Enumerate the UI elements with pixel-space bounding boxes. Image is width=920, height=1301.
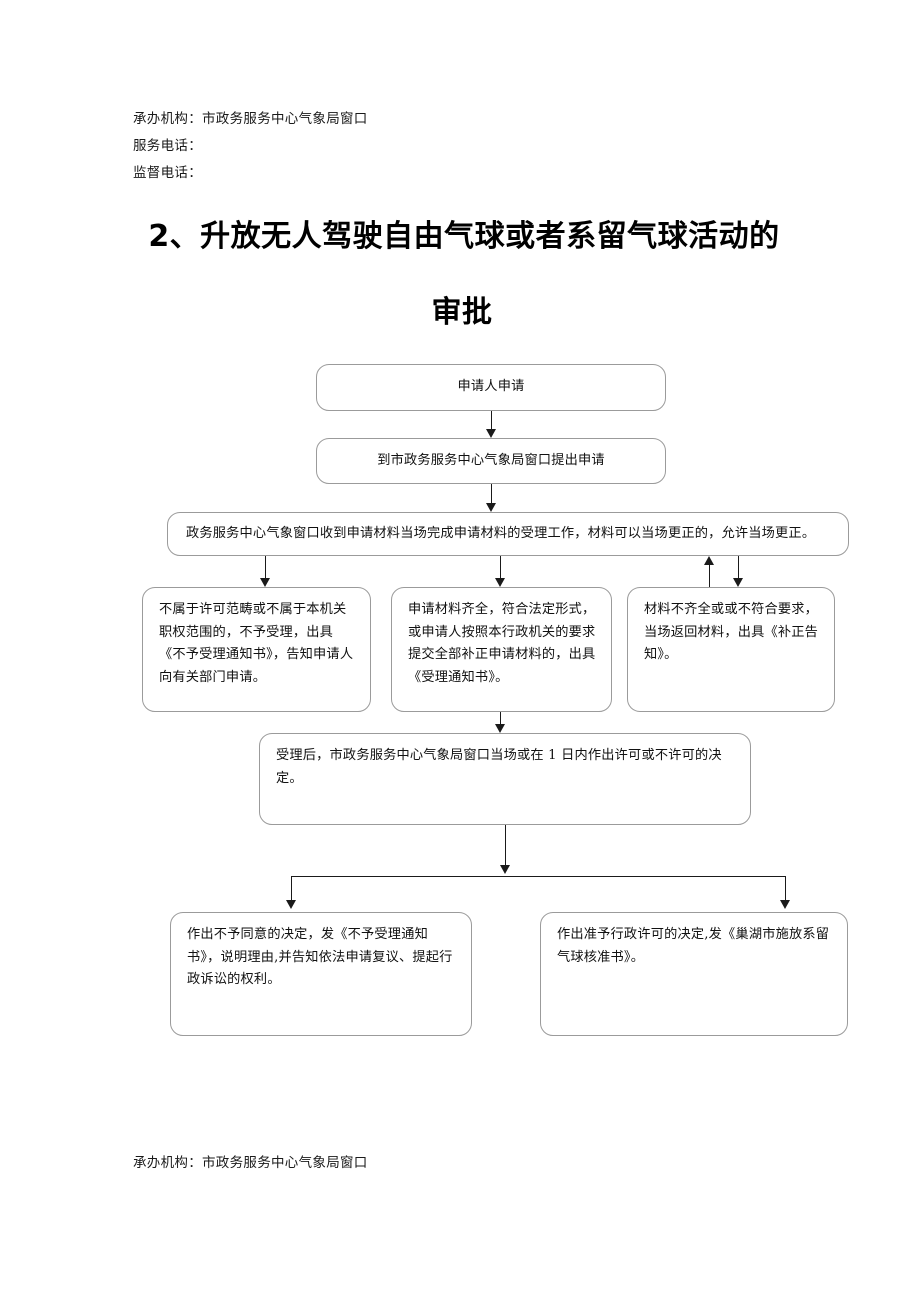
flow-node-receive-materials: 政务服务中心气象窗口收到申请材料当场完成申请材料的受理工作，材料可以当场更正的，…	[167, 512, 849, 556]
arrow-down-icon	[286, 900, 296, 909]
arrow-down-icon	[733, 578, 743, 587]
flow-node-out-of-scope: 不属于许可范畴或不属于本机关职权范围的，不予受理，出具《不予受理通知书》，告知申…	[142, 587, 371, 712]
flow-node-approve-outcome: 作出准予行政许可的决定,发《巢湖市施放系留气球核准书》。	[540, 912, 848, 1036]
connector-decision-to-approve	[785, 876, 786, 901]
connector-receive-to-incomplete	[738, 556, 739, 579]
page-title: 2、升放无人驾驶自由气球或者系留气球活动的 审批	[0, 222, 920, 328]
connector-decision-to-reject	[291, 876, 292, 901]
flow-node-materials-incomplete: 材料不齐全或或不符合要求，当场返回材料，出具《补正告知》。	[627, 587, 835, 712]
connector-decision-split-bar	[291, 876, 785, 877]
connector-incomplete-to-receive	[709, 563, 710, 587]
arrow-down-icon	[486, 503, 496, 512]
arrow-down-icon	[780, 900, 790, 909]
connector-receive-to-complete	[500, 556, 501, 579]
header-service-phone: 服务电话：	[133, 138, 202, 154]
header-organization: 承办机构：市政务服务中心气象局窗口	[133, 111, 368, 127]
connector-complete-to-decision	[500, 712, 501, 725]
connector-applicant-to-submit	[491, 411, 492, 430]
header-supervision-phone: 监督电话：	[133, 165, 202, 181]
page-title-line-1: 2、升放无人驾驶自由气球或者系留气球活动的	[148, 219, 780, 254]
arrow-down-icon	[260, 578, 270, 587]
footer-organization: 承办机构：市政务服务中心气象局窗口	[133, 1155, 368, 1171]
connector-receive-to-out-of-scope	[265, 556, 266, 579]
flow-node-submit-application: 到市政务服务中心气象局窗口提出申请	[316, 438, 666, 484]
connector-submit-to-receive	[491, 484, 492, 504]
arrow-down-icon	[500, 865, 510, 874]
flow-node-materials-complete: 申请材料齐全，符合法定形式，或申请人按照本行政机关的要求提交全部补正申请材料的，…	[391, 587, 612, 712]
flow-node-applicant: 申请人申请	[316, 364, 666, 411]
arrow-down-icon	[486, 429, 496, 438]
flow-node-reject-outcome: 作出不予同意的决定，发《不予受理通知书》，说明理由,并告知依法申请复议、提起行政…	[170, 912, 472, 1036]
arrow-down-icon	[495, 724, 505, 733]
arrow-up-icon	[704, 556, 714, 565]
connector-decision-stem	[505, 825, 506, 869]
page-title-line-2: 审批	[431, 295, 493, 330]
arrow-down-icon	[495, 578, 505, 587]
flow-node-decision: 受理后，市政务服务中心气象局窗口当场或在 1 日内作出许可或不许可的决定。	[259, 733, 751, 825]
